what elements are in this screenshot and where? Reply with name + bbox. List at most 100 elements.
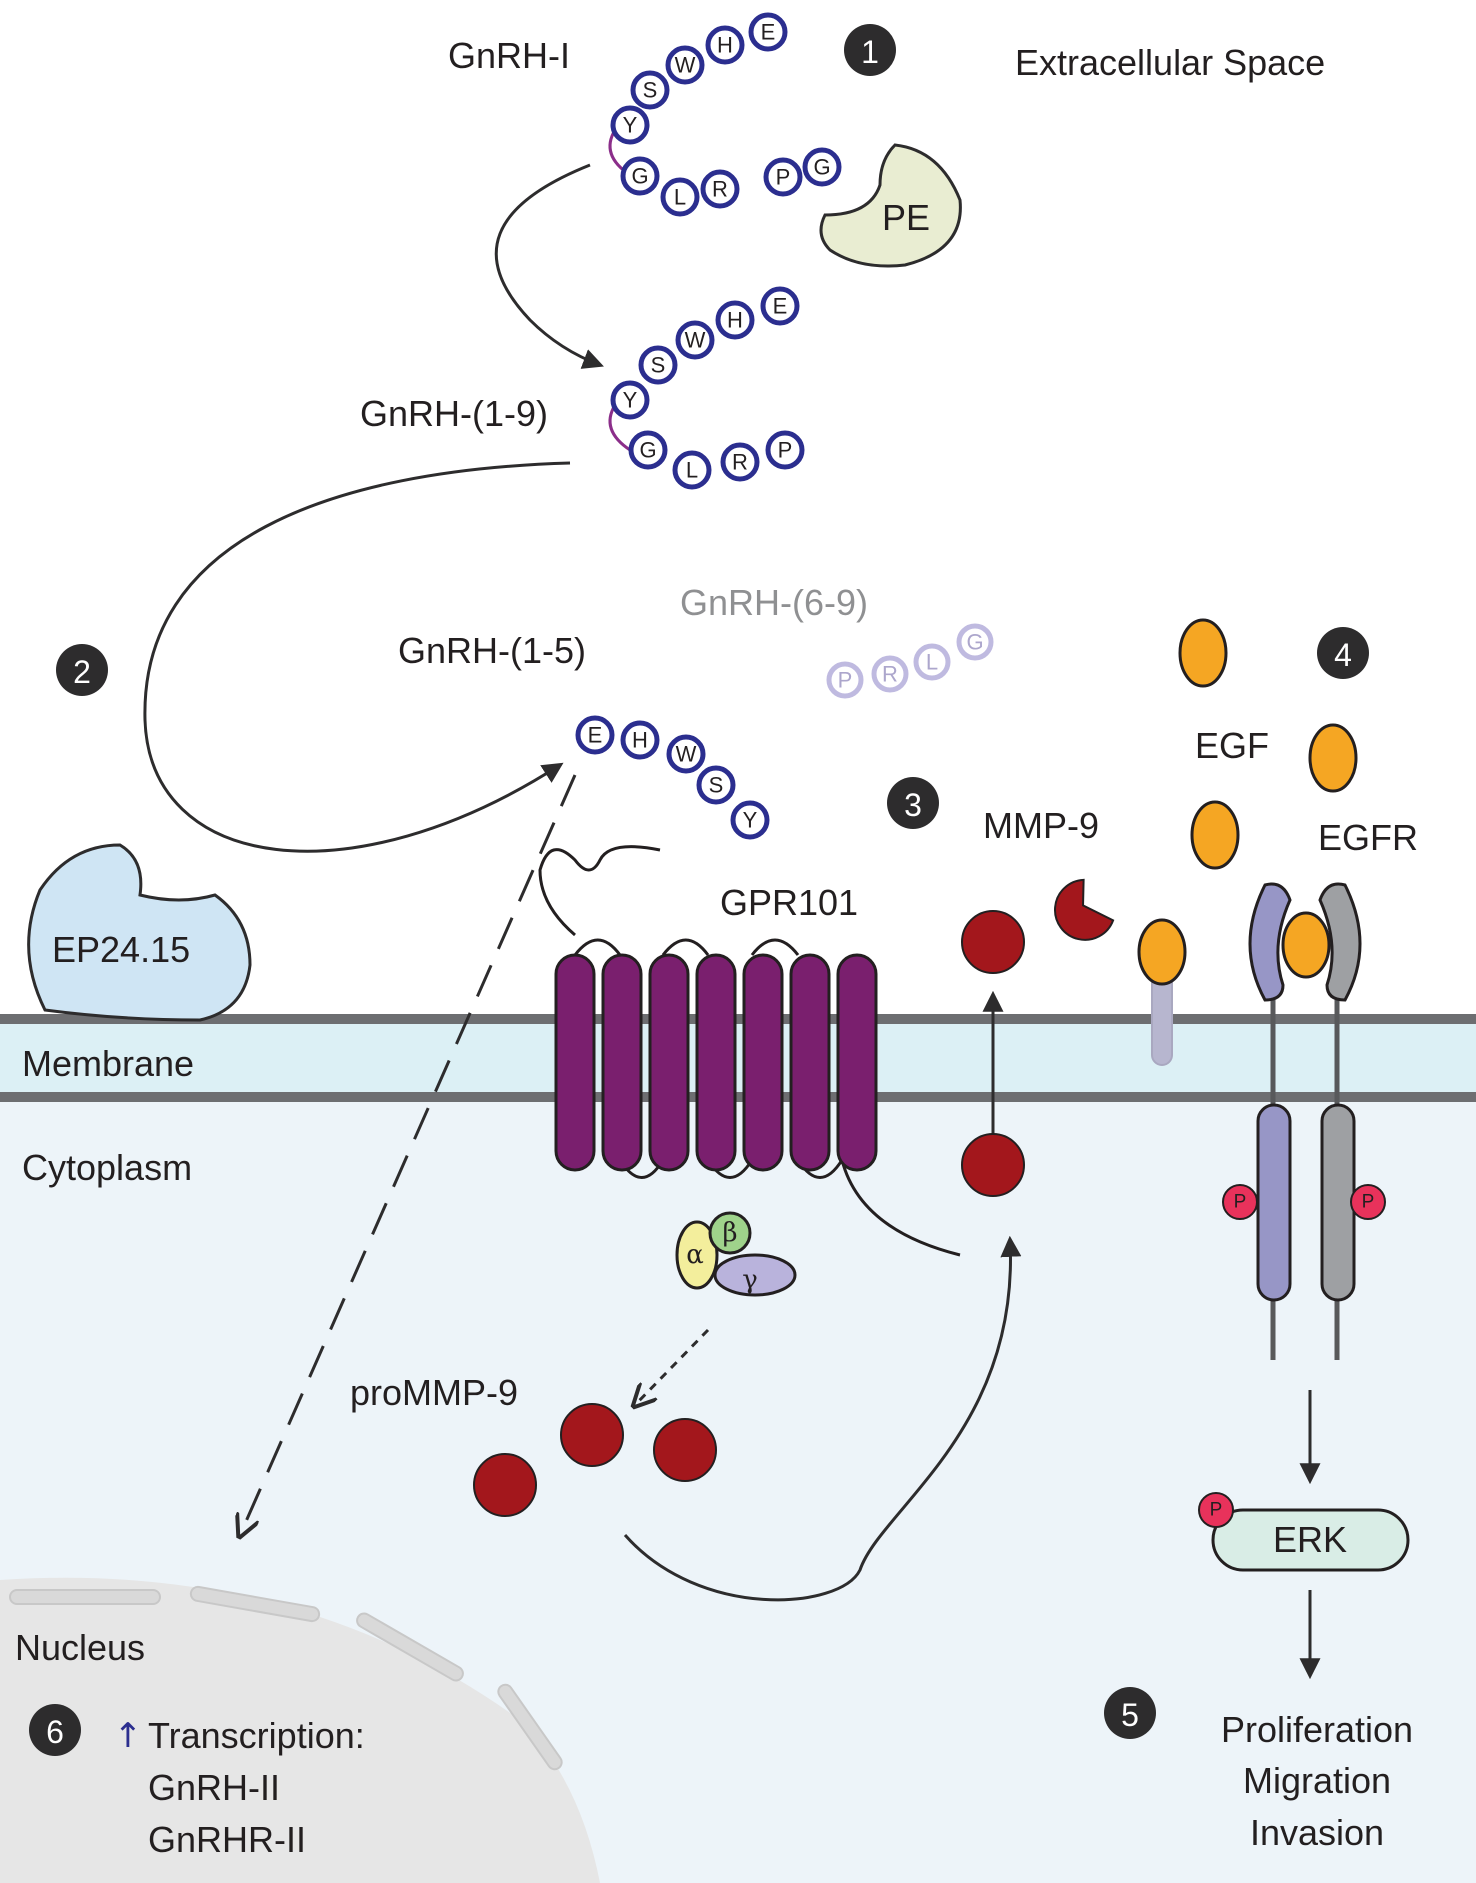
gnrh15-label: GnRH-(1-5) — [398, 630, 586, 671]
pro-egf-ligand — [1137, 918, 1187, 986]
extracellular-region — [0, 0, 1476, 1018]
residue: S — [696, 765, 736, 805]
residue: H — [620, 720, 660, 760]
g-gamma-subunit — [713, 1253, 797, 1297]
svg-text:P: P — [1234, 1192, 1247, 1213]
residue: R — [871, 655, 909, 693]
residue: S — [638, 345, 678, 385]
gamma-label: γ — [742, 1265, 758, 1295]
phospho-site: P — [1350, 1184, 1386, 1220]
egf-label: EGF — [1195, 725, 1269, 766]
residue: G — [620, 156, 660, 196]
egf-group — [1178, 618, 1358, 870]
svg-text:E: E — [588, 723, 603, 748]
svg-text:G: G — [639, 438, 656, 463]
residue: W — [675, 320, 715, 360]
prommp9-molecule — [560, 1403, 624, 1467]
gnrh1-label: GnRH-I — [448, 35, 570, 76]
svg-text:Y: Y — [743, 808, 758, 833]
svg-text:6: 6 — [46, 1714, 64, 1750]
residue: G — [628, 430, 668, 470]
egfr-left-ectodomain — [1248, 882, 1292, 1002]
residue: E — [748, 12, 788, 52]
cleavage-arrow-ep2415 — [143, 461, 571, 853]
gnrh69-peptide: P R L G — [826, 623, 994, 699]
mmp9-label: MMP-9 — [983, 805, 1099, 846]
alpha-label: α — [686, 1240, 704, 1270]
outcome-migration: Migration — [1243, 1760, 1391, 1801]
svg-text:W: W — [685, 328, 706, 353]
membrane-label: Membrane — [22, 1043, 194, 1084]
step-badge-3: 3 — [887, 777, 939, 829]
svg-text:S: S — [643, 78, 658, 103]
svg-text:S: S — [709, 773, 724, 798]
membrane-outer-line — [0, 1014, 1476, 1024]
residue: R — [700, 169, 740, 209]
egf-ligand — [1308, 723, 1358, 793]
egfr-label: EGFR — [1318, 817, 1418, 858]
gpr101-n-terminus — [538, 845, 661, 937]
gene-gnrhr2: GnRHR-II — [148, 1819, 306, 1860]
gnrh19-peptide: Y S W H E G L R P — [610, 286, 805, 490]
egfr-left-kinase — [1256, 1103, 1292, 1302]
residue: R — [720, 442, 760, 482]
residue: H — [715, 300, 755, 340]
erk-kinase: ERK P — [1198, 1492, 1410, 1572]
residue: P — [763, 157, 803, 197]
beta-label: β — [722, 1218, 737, 1248]
nuclear-translocation-arrow — [240, 774, 577, 1535]
prommp9-label: proMMP-9 — [350, 1372, 518, 1413]
ep2415-enzyme: EP24.15 — [27, 843, 252, 1022]
svg-text:3: 3 — [904, 787, 922, 823]
residue: Y — [610, 105, 650, 145]
gpr101-label: GPR101 — [720, 882, 858, 923]
residue: E — [760, 286, 800, 326]
g-protein: α β γ — [675, 1211, 797, 1297]
residue: W — [666, 734, 706, 774]
svg-text:R: R — [712, 177, 728, 202]
residue: L — [913, 643, 951, 681]
gnrh19-label: GnRH-(1-9) — [360, 393, 548, 434]
gnrh69-label: GnRH-(6-9) — [680, 582, 868, 623]
svg-text:H: H — [727, 308, 743, 333]
svg-text:W: W — [676, 742, 697, 767]
nuclear-envelope — [9, 1585, 563, 1771]
upregulation-arrow-icon: ↑ — [114, 1716, 143, 1756]
svg-text:P: P — [838, 668, 853, 693]
svg-text:H: H — [717, 33, 733, 58]
svg-text:5: 5 — [1121, 1697, 1139, 1733]
residue: Y — [730, 800, 770, 840]
egfr-right-kinase — [1320, 1103, 1356, 1302]
residue: E — [575, 715, 615, 755]
residue: G — [802, 147, 842, 187]
gnrh15-peptide: E H W S Y — [575, 715, 770, 840]
egf-ligand — [1178, 618, 1228, 688]
prommp9-molecule — [653, 1418, 717, 1482]
egf-bound-ligand — [1281, 911, 1331, 979]
step-badge-6: 6 — [29, 1704, 81, 1756]
gene-gnrh2: GnRH-II — [148, 1767, 280, 1808]
gnrh1-peptide: Y S W H E G L R P G — [610, 12, 842, 217]
prommp9-group — [473, 1403, 717, 1517]
svg-text:G: G — [966, 630, 983, 655]
svg-text:L: L — [686, 458, 698, 483]
residue: L — [672, 450, 712, 490]
gpr101-helices — [554, 953, 878, 1172]
step-badge-1: 1 — [844, 24, 896, 76]
svg-text:R: R — [732, 450, 748, 475]
egfr-dimer: P P — [1222, 882, 1386, 1360]
phospho-site: P — [1222, 1184, 1258, 1220]
membrane-band — [0, 1020, 1476, 1096]
svg-text:P: P — [776, 165, 791, 190]
residue: W — [665, 45, 705, 85]
svg-text:P: P — [1362, 1192, 1375, 1213]
step-badge-2: 2 — [56, 644, 108, 696]
svg-text:E: E — [761, 20, 776, 45]
extracellular-label: Extracellular Space — [1015, 42, 1325, 83]
ep2415-label: EP24.15 — [52, 929, 190, 970]
mmp9-intracellular — [961, 1133, 1025, 1197]
svg-text:Y: Y — [623, 388, 638, 413]
egfr-right-ectodomain — [1318, 882, 1362, 1002]
